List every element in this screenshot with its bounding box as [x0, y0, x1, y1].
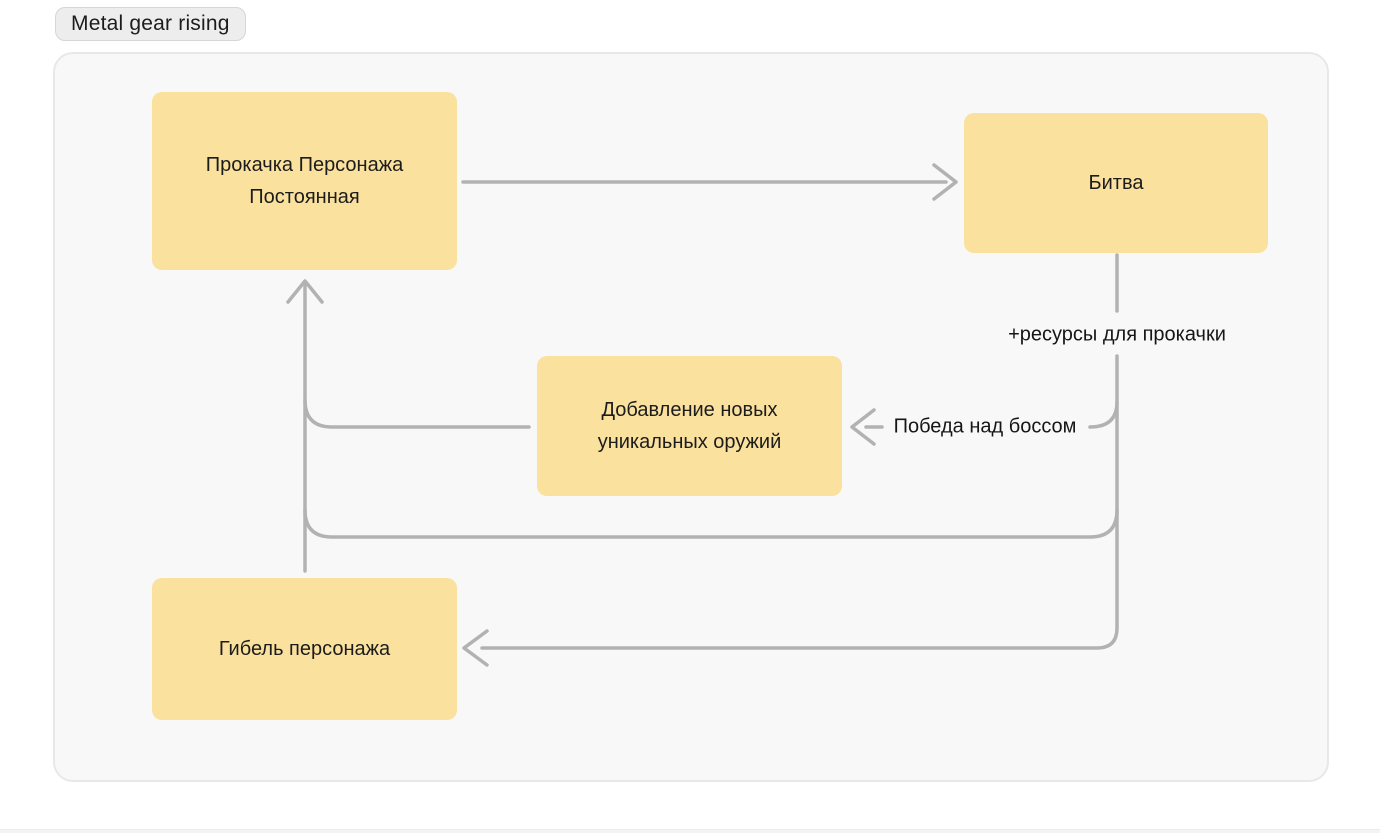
- node-label: Прокачка Персонажа Постоянная: [205, 154, 404, 208]
- board-title-label: Metal gear rising: [71, 12, 230, 35]
- node-character-upgrade[interactable]: Прокачка Персонажа Постоянная: [152, 92, 457, 270]
- node-battle[interactable]: Битва: [964, 113, 1268, 253]
- node-label: Гибель персонажа: [218, 638, 391, 660]
- node-new-weapons[interactable]: Добавление новых уникальных оружий: [537, 356, 842, 496]
- node-label: Битва: [1088, 172, 1144, 194]
- board-title-tab[interactable]: Metal gear rising: [55, 7, 246, 41]
- page-bottom-divider: [0, 829, 1380, 833]
- edge-label-boss-victory[interactable]: Победа над боссом: [893, 415, 1077, 438]
- node-label: Добавление новых уникальных оружий: [597, 399, 782, 453]
- edge-label-resources[interactable]: +ресурсы для прокачки: [1008, 323, 1226, 346]
- node-character-death[interactable]: Гибель персонажа: [152, 578, 457, 720]
